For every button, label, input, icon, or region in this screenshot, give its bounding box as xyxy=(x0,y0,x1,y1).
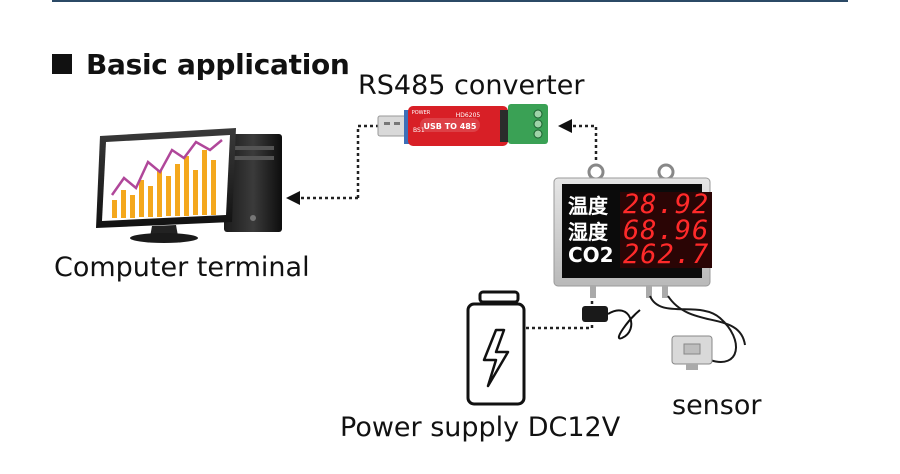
section-heading: Basic application xyxy=(52,44,350,84)
lightning-icon xyxy=(482,328,510,388)
screen-chart xyxy=(110,139,223,218)
panel-row-label: 湿度 xyxy=(568,220,608,244)
panel-row-label: 温度 xyxy=(568,194,608,218)
converter-body xyxy=(408,106,508,146)
sensor-icon xyxy=(649,295,746,370)
computer-label: Computer terminal xyxy=(54,252,310,283)
converter-usb-label: USB TO 485 xyxy=(424,122,477,131)
converter-model: HD6205 xyxy=(456,112,481,119)
usb-converter-icon: USB TO 485 HD6205 POWER BS1 xyxy=(377,104,548,146)
sensor-label: sensor xyxy=(672,390,762,421)
power-supply-label: Power supply DC12V xyxy=(340,412,621,443)
top-divider-line xyxy=(52,0,848,2)
panel-row-humidity: 湿度 68.96 % xyxy=(568,216,730,245)
monitor-stand xyxy=(130,233,198,243)
usb-plug xyxy=(377,115,407,137)
panel-row-temperature: 温度 28.92 ℃ xyxy=(568,190,732,219)
heading-square-icon xyxy=(52,54,72,74)
battery-icon xyxy=(466,290,526,406)
arrow-to-converter xyxy=(558,119,572,133)
arrow-to-computer xyxy=(286,191,300,205)
power-adapter-icon xyxy=(582,306,641,340)
converter-label: RS485 converter xyxy=(358,70,585,101)
panel-row-value: 28.92 xyxy=(620,191,713,218)
panel-row-label: CO2 xyxy=(568,243,614,267)
panel-row-unit: ℃ xyxy=(718,197,732,212)
panel-row-unit: PPM xyxy=(718,248,744,262)
panel-row-unit: % xyxy=(718,223,730,238)
heading-text: Basic application xyxy=(86,47,350,81)
computer-icon xyxy=(96,128,282,243)
panel-row-co2: CO2 262.7 PPM xyxy=(568,241,744,268)
panel-row-value: 68.96 xyxy=(620,217,713,244)
panel-row-value: 262.7 xyxy=(620,241,713,268)
converter-side-text: BS1 xyxy=(413,127,425,134)
converter-power-text: POWER xyxy=(412,110,431,116)
